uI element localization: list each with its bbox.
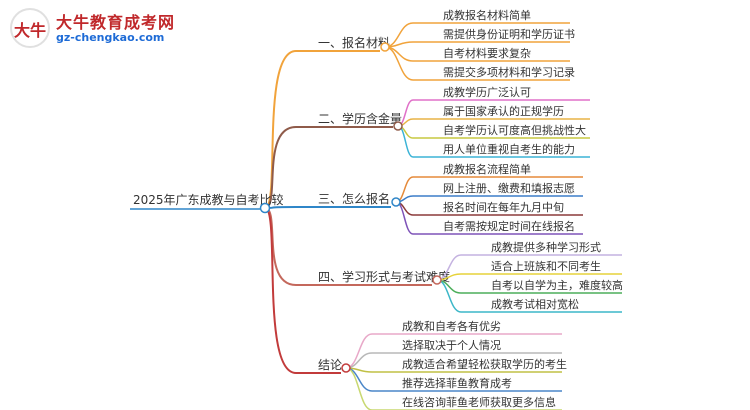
branch-connector xyxy=(264,50,297,209)
child-connector xyxy=(436,279,462,313)
leaf-label: 成教和自考各有优劣 xyxy=(402,319,501,333)
leaf-label: 在线咨询菲鱼老师获取更多信息 xyxy=(402,395,556,409)
leaf-label: 报名时间在每年九月中旬 xyxy=(443,200,564,214)
leaf-label: 推荐选择菲鱼教育成考 xyxy=(402,376,512,390)
leaf-label: 网上注册、缴费和填报志愿 xyxy=(443,181,575,195)
branch-label: 四、学习形式与考试难度 xyxy=(318,269,450,284)
branch-node xyxy=(380,42,390,52)
leaf-label: 需提交多项材料和学习记录 xyxy=(443,65,575,79)
leaf-label: 自考学历认可度高但挑战性大 xyxy=(443,123,586,137)
child-connector xyxy=(345,333,373,369)
leaf-label: 自考材料要求复杂 xyxy=(443,46,531,60)
logo-badge-text: 大牛 xyxy=(13,21,46,40)
branch-label: 结论 xyxy=(318,358,342,372)
child-connector xyxy=(395,201,414,235)
leaf-label: 成教考试相对宽松 xyxy=(491,297,579,311)
child-connector xyxy=(345,367,373,410)
leaf-label: 成教报名流程简单 xyxy=(443,162,531,176)
logo-badge: 大牛 xyxy=(10,8,50,48)
leaf-label: 需提供身份证明和学历证书 xyxy=(443,27,575,41)
leaf-label: 属于国家承认的正规学历 xyxy=(443,104,564,118)
leaf-label: 成教适合希望轻松获取学历的考生 xyxy=(402,357,567,371)
branch-node xyxy=(432,275,442,285)
branch-label: 三、怎么报名 xyxy=(318,191,390,206)
leaf-label: 用人单位重视自考生的能力 xyxy=(443,142,575,156)
root-node xyxy=(259,202,271,214)
branch-label: 一、报名材料 xyxy=(318,35,390,50)
child-connector xyxy=(384,46,414,81)
leaf-label: 适合上班族和不同考生 xyxy=(491,259,601,273)
branch-node xyxy=(341,363,351,373)
branch-label: 二、学历含金量 xyxy=(318,111,402,126)
logo-url: gz-chengkao.com xyxy=(56,31,165,44)
leaf-label: 成教提供多种学习形式 xyxy=(491,240,601,254)
leaf-label: 自考需按规定时间在线报名 xyxy=(443,219,575,233)
leaf-label: 选择取决于个人情况 xyxy=(402,338,501,352)
root-label: 2025年广东成教与自考比较 xyxy=(133,192,284,207)
leaf-label: 成教学历广泛认可 xyxy=(443,85,531,99)
leaf-label: 成教报名材料简单 xyxy=(443,8,531,22)
logo-title: 大牛教育成考网 xyxy=(56,13,176,32)
site-logo: 大牛 大牛教育成考网 gz-chengkao.com xyxy=(8,6,198,54)
leaf-label: 自考以自学为主，难度较高 xyxy=(491,278,623,292)
branch-connector xyxy=(264,207,297,374)
branch-node xyxy=(391,197,401,207)
branch-node xyxy=(393,121,403,131)
